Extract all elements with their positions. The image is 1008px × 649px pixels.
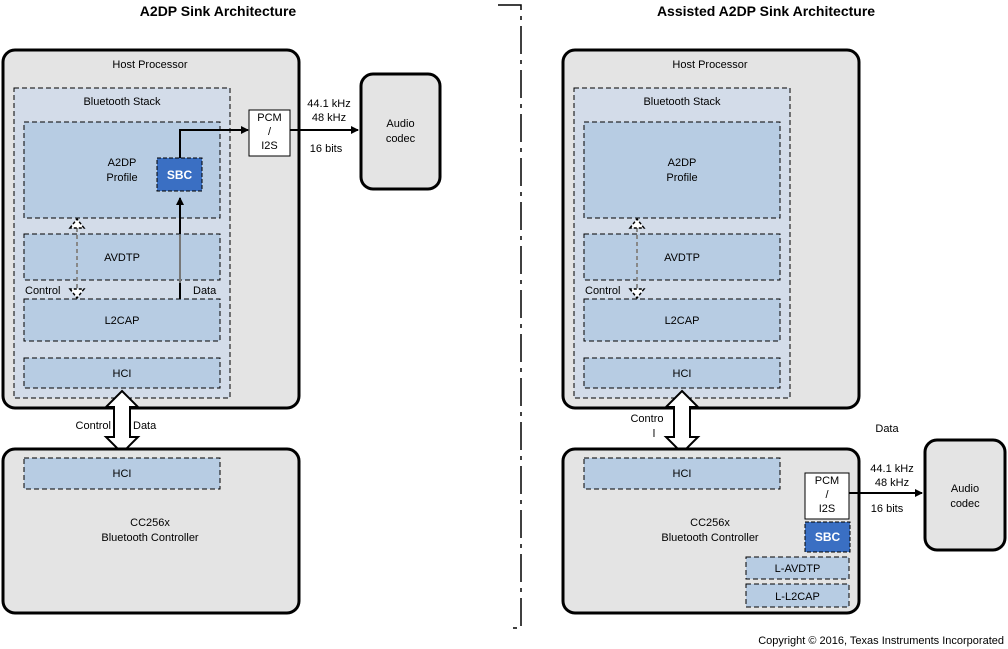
right-a2dp-profile-box <box>583 121 781 219</box>
left-sbc-box <box>156 157 203 192</box>
left-diagram: A2DP Sink Architecture Host Processor Bl… <box>1 3 442 615</box>
left-codec-label-1: Audio <box>386 118 414 130</box>
left-controller-label-2: Bluetooth Controller <box>101 532 199 544</box>
right-title: Assisted A2DP Sink Architecture <box>657 3 875 19</box>
left-hci-host-label: HCI <box>113 368 132 380</box>
left-pcm-box <box>248 109 291 157</box>
right-sbc-box <box>804 521 851 553</box>
right-rate-48: 48 kHz <box>875 477 909 489</box>
left-l2cap-box <box>23 298 221 342</box>
right-link-control-label-1: Contro <box>630 413 663 425</box>
section-divider <box>498 4 522 629</box>
left-sbc-to-pcm-arrow <box>179 126 249 158</box>
left-control-label: Control <box>25 285 60 297</box>
right-codec-label-1: Audio <box>951 483 979 495</box>
left-bluetooth-stack-label: Bluetooth Stack <box>83 96 161 108</box>
right-data-label: Data <box>875 423 899 435</box>
right-rate-44: 44.1 kHz <box>870 463 913 475</box>
left-controller-box <box>1 447 301 615</box>
right-bluetooth-stack-label: Bluetooth Stack <box>643 96 721 108</box>
right-hci-controller-label: HCI <box>673 468 692 480</box>
left-hci-host-box <box>23 357 221 389</box>
copyright-notice: Copyright © 2016, Texas Instruments Inco… <box>758 635 1004 647</box>
right-controller-label-2: Bluetooth Controller <box>661 532 759 544</box>
right-bits-label: 16 bits <box>871 503 904 515</box>
left-i2s-label: I2S <box>261 140 278 152</box>
left-codec-label-2: codec <box>386 133 416 145</box>
right-i2s-label: I2S <box>819 503 836 515</box>
right-hci-controller-box <box>583 457 781 490</box>
right-codec-label-2: codec <box>950 498 980 510</box>
right-l-l2cap-box <box>745 583 850 608</box>
left-hci-controller-box <box>23 457 221 490</box>
left-sbc-label: SBC <box>167 168 193 182</box>
left-host-processor-label: Host Processor <box>112 59 188 71</box>
left-title: A2DP Sink Architecture <box>140 3 297 19</box>
right-pcm-slash: / <box>825 489 829 501</box>
left-pcm-slash: / <box>268 126 272 138</box>
right-hci-host-label: HCI <box>673 368 692 380</box>
right-profile-label: Profile <box>666 172 697 184</box>
right-pcm-box <box>804 472 850 520</box>
left-avdtp-box <box>23 233 221 281</box>
right-l2cap-label: L2CAP <box>665 315 700 327</box>
left-rate-44: 44.1 kHz <box>307 98 350 110</box>
left-controller-label-1: CC256x <box>130 517 170 529</box>
left-pcm-label: PCM <box>257 112 281 124</box>
right-l2cap-box <box>583 298 781 342</box>
left-rate-48: 48 kHz <box>312 112 346 124</box>
left-profile-label: Profile <box>106 172 137 184</box>
left-link-data-label: Data <box>133 420 157 432</box>
right-link-control-label-2: l <box>653 428 655 440</box>
right-audio-codec-box <box>923 438 1007 552</box>
right-control-label: Control <box>585 285 620 297</box>
right-a2dp-label: A2DP <box>668 157 697 169</box>
left-avdtp-label: AVDTP <box>104 252 140 264</box>
right-control-arrow <box>628 217 646 300</box>
left-l2cap-label: L2CAP <box>105 315 140 327</box>
right-l-l2cap-label: L-L2CAP <box>775 591 820 603</box>
left-a2dp-label: A2DP <box>108 157 137 169</box>
right-sbc-label: SBC <box>815 530 841 544</box>
left-link-control-label: Control <box>76 420 111 432</box>
left-audio-codec-box <box>359 72 442 191</box>
right-diagram: Assisted A2DP Sink Architecture Host Pro… <box>561 3 1007 615</box>
left-data-label: Data <box>193 285 217 297</box>
right-pcm-label: PCM <box>815 475 839 487</box>
left-bits-label: 16 bits <box>310 143 343 155</box>
right-hci-host-box <box>583 357 781 389</box>
right-controller-label-1: CC256x <box>690 517 730 529</box>
right-avdtp-box <box>583 233 781 281</box>
left-control-arrow <box>68 217 86 300</box>
right-l-avdtp-box <box>745 556 850 580</box>
right-host-processor-label: Host Processor <box>672 59 748 71</box>
right-l-avdtp-label: L-AVDTP <box>775 563 821 575</box>
left-hci-controller-label: HCI <box>113 468 132 480</box>
right-avdtp-label: AVDTP <box>664 252 700 264</box>
